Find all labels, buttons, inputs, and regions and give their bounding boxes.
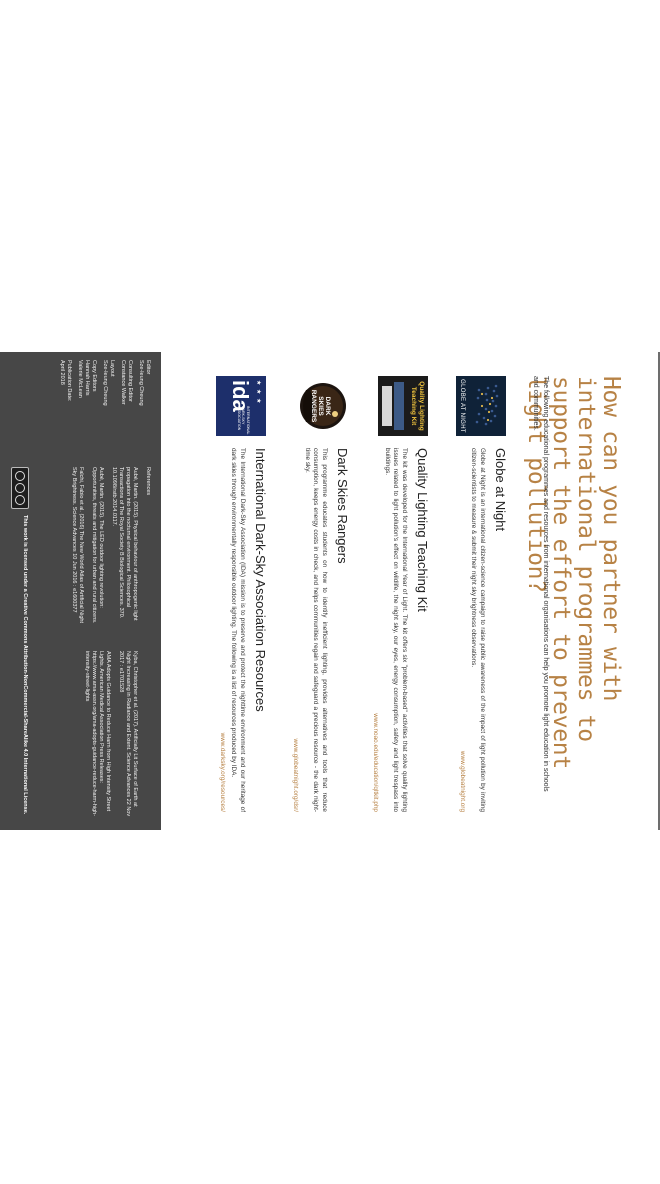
section-body: International Dark-Sky Association Resou… <box>219 448 268 812</box>
reference-item: AMA Adopts Guidance to Reduce Harm from … <box>84 651 111 817</box>
references-column-right: Kyba, Christopher et al. (2017). Artific… <box>77 651 138 817</box>
page-footer: Editor Sze-leung Cheung Consulting Edito… <box>0 352 161 830</box>
credit-role: Copy Editors <box>91 360 97 392</box>
license-block: This work is licensed under a Creative C… <box>9 467 31 819</box>
dark-skies-rangers-logo-text: DARK SKIES RANGERS <box>310 389 331 423</box>
globe-at-night-logo: GLOBE AT NIGHT <box>456 376 506 436</box>
rangers-badge-icon <box>300 383 346 429</box>
section-text: The International Dark-Sky Association (… <box>230 448 246 812</box>
section-body: Dark Skies Rangers This programme educat… <box>292 448 350 812</box>
dark-skies-rangers-link[interactable]: www.globeatnight.org/dsr/ <box>292 738 300 812</box>
stars-icon: ★ ★ ★ <box>255 380 261 405</box>
section-heading: Globe at Night <box>493 448 508 532</box>
section-text: Globe at Night is an international citiz… <box>470 448 486 812</box>
references: References Aubé, Martin. (2015). Physica… <box>71 467 151 819</box>
section-heading: Dark Skies Rangers <box>335 448 350 564</box>
references-column-left: Aubé, Martin. (2015). Physical behaviour… <box>64 467 138 633</box>
dark-skies-rangers-logo: DARK SKIES RANGERS <box>298 376 348 436</box>
credit-publication-date: Publication Date: April 2018 <box>58 360 72 455</box>
section-text: The kit was developed for the Internatio… <box>383 448 408 812</box>
reference-item: Kyba, Christopher et al. (2017). Artific… <box>118 651 138 817</box>
kit-items-icon <box>382 386 392 426</box>
quality-lighting-logo: Quality Lighting Teaching Kit <box>378 376 428 436</box>
quality-lighting-link[interactable]: www.noao.edu/education/qltkit.php <box>372 713 380 812</box>
credit-role: Layout <box>109 360 115 377</box>
section-body: Globe at Night Globe at Night is an inte… <box>459 448 508 812</box>
section-text: This programme educates students on how … <box>303 448 328 812</box>
license-text: This work is licensed under a Creative C… <box>22 515 28 815</box>
intro-text: The following educational programmes and… <box>532 376 549 792</box>
credit-names: April 2018 <box>59 360 65 385</box>
globe-at-night-logo-text: GLOBE AT NIGHT <box>459 379 465 433</box>
ida-logo: ★ ★ ★ ida INTERNATIONAL DARK-SKY ASSOCIA… <box>216 376 266 436</box>
reference-item: Aubé, Martin. (2015). Physical behaviour… <box>111 467 138 621</box>
credit-role: Consulting Editor <box>127 360 133 402</box>
ida-link[interactable]: www.darksky.org/resources/ <box>218 732 226 812</box>
credit-role: Publication Date: <box>66 360 72 402</box>
globe-map-icon <box>456 376 506 436</box>
credit-consulting-editor: Consulting Editor Constance Walker <box>119 360 133 455</box>
document-page: How can you partner with international p… <box>0 352 660 830</box>
credits: Editor Sze-leung Cheung Consulting Edito… <box>54 360 151 455</box>
ida-logo-subtext: INTERNATIONAL DARK-SKY ASSOCIATION <box>236 406 250 435</box>
reference-item: Aubé, Martin. (2015). The LED outdoor li… <box>91 467 104 624</box>
section-heading: International Dark-Sky Association Resou… <box>253 448 268 712</box>
credit-names: Constance Walker <box>120 360 126 405</box>
credit-editor: Editor Sze-leung Cheung <box>137 360 151 455</box>
quality-lighting-logo-text: Quality Lighting Teaching Kit <box>410 381 426 431</box>
kit-box-icon <box>394 382 404 430</box>
reference-item: Falchi, Fabio et al. (2016) The New Worl… <box>71 467 84 624</box>
globe-at-night-link[interactable]: www.globeatnight.org <box>458 750 466 812</box>
references-heading: References <box>145 467 151 496</box>
credit-role: Editor <box>145 360 151 375</box>
section-heading: Quality Lighting Teaching Kit <box>415 448 430 612</box>
credit-names: Sze-leung Cheung <box>102 360 108 406</box>
credit-names: Hannah Harris Valerie McLean <box>77 360 90 398</box>
page-main: How can you partner with international p… <box>161 352 658 830</box>
credit-copy-editors: Copy Editors Hannah Harris Valerie McLea… <box>76 360 97 455</box>
creative-commons-icon <box>11 467 29 509</box>
credit-names: Sze-leung Cheung <box>138 360 144 406</box>
section-body: Quality Lighting Teaching Kit The kit wa… <box>372 448 430 812</box>
credit-layout: Layout Sze-leung Cheung <box>101 360 115 455</box>
